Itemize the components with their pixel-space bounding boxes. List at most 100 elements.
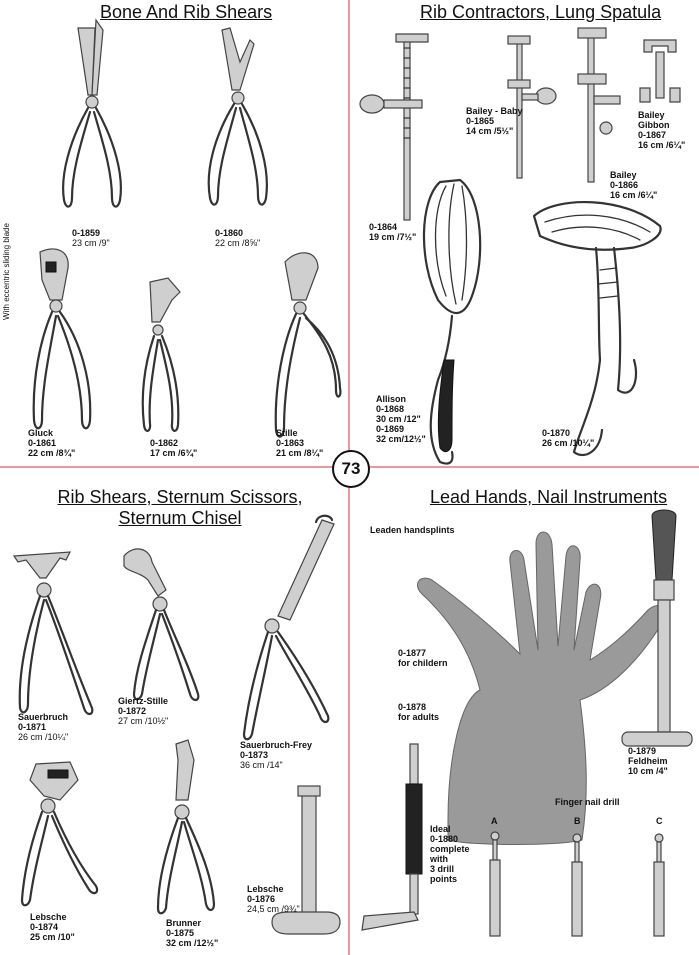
item-desc-4: points bbox=[430, 874, 457, 884]
item-desc-1: complete bbox=[430, 844, 470, 854]
drill-point-b-image bbox=[571, 833, 583, 937]
item-0-1861: Gluck 0-1861 22 cm /8¾" bbox=[28, 428, 75, 458]
item-desc: for childern bbox=[398, 658, 448, 668]
item-size: 17 cm /6¾" bbox=[150, 448, 198, 458]
feldheim-0-1879-image bbox=[621, 509, 693, 747]
item-code: 0-1875 bbox=[166, 928, 195, 938]
item-code: 0-1874 bbox=[30, 922, 59, 932]
item-size: 24,5 cm /9¾" bbox=[247, 904, 300, 914]
contractor-0-1865-image bbox=[507, 35, 557, 179]
drill-point-a-image bbox=[489, 831, 501, 937]
leaden-handsplints-label: Leaden handsplints bbox=[370, 525, 455, 535]
item-0-1876: Lebsche 0-1876 24,5 cm /9¾" bbox=[247, 884, 300, 914]
ideal-drill-0-1880-image bbox=[361, 743, 423, 931]
shears-0-1875-image bbox=[156, 739, 216, 915]
item-name: Sauerbruch bbox=[18, 712, 69, 722]
shears-0-1862-image bbox=[141, 277, 181, 432]
section-title-lead-hands: Lead Hands, Nail Instruments bbox=[430, 487, 668, 507]
item-0-1873: Sauerbruch-Frey 0-1873 36 cm /14" bbox=[240, 740, 312, 770]
item-desc-3: 3 drill bbox=[430, 864, 455, 874]
drill-point-b-label: B bbox=[574, 816, 581, 826]
item-0-1875: Brunner 0-1875 32 cm /12½" bbox=[166, 918, 218, 948]
item-size: 36 cm /14" bbox=[240, 760, 283, 770]
item-size: 14 cm /5½" bbox=[466, 126, 514, 136]
item-0-1879: 0-1879 Feldheim 10 cm /4" bbox=[628, 746, 668, 776]
section-title-rib-shears-sternum: Rib Shears, Sternum Scissors, Sternum Ch… bbox=[30, 487, 330, 529]
spatula-0-1868-image bbox=[422, 178, 482, 465]
drill-point-a-label: A bbox=[491, 816, 498, 826]
title-line-1: Rib Shears, Sternum Scissors, bbox=[57, 487, 303, 507]
shears-0-1863-image bbox=[274, 252, 342, 438]
item-code: 0-1867 bbox=[638, 130, 667, 140]
item-code: 0-1860 bbox=[215, 228, 244, 238]
shears-0-1873-image bbox=[242, 514, 335, 741]
item-code: 0-1873 bbox=[240, 750, 269, 760]
item-size: 26 cm /10¼" bbox=[18, 732, 69, 742]
item-code: 0-1865 bbox=[466, 116, 495, 126]
item-0-1859: 0-1859 23 cm /9" bbox=[72, 228, 110, 248]
chisel-0-1876-image bbox=[271, 785, 341, 935]
drill-point-c-label: C bbox=[656, 816, 663, 826]
item-0-1868-0-1869: Allison 0-1868 30 cm /12" 0-1869 32 cm/1… bbox=[376, 394, 426, 444]
contractor-0-1867-image bbox=[639, 39, 681, 103]
shears-0-1861-image bbox=[32, 248, 92, 430]
item-size: 26 cm /10¼" bbox=[542, 438, 595, 448]
item-name-2: Gibbon bbox=[638, 120, 670, 130]
contractor-0-1864-image bbox=[359, 33, 429, 221]
title-line-2: Sternum Chisel bbox=[118, 508, 242, 528]
item-size: 27 cm /10½" bbox=[118, 716, 169, 726]
item-size: 21 cm /8¼" bbox=[276, 448, 324, 458]
item-name: Bailey bbox=[610, 170, 637, 180]
item-name: Lebsche bbox=[30, 912, 67, 922]
item-code: 0-1876 bbox=[247, 894, 276, 904]
item-0-1870: 0-1870 26 cm /10¼" bbox=[542, 428, 594, 448]
shears-0-1872-image bbox=[123, 548, 200, 702]
item-0-1865: Bailey - Baby 0-1865 14 cm /5½" bbox=[466, 106, 523, 136]
item-code: 0-1861 bbox=[28, 438, 57, 448]
item-code: 0-1864 bbox=[369, 222, 398, 232]
finger-nail-drill-label: Finger nail drill bbox=[555, 797, 620, 807]
item-name: Sauerbruch-Frey bbox=[240, 740, 313, 750]
item-code: 0-1872 bbox=[118, 706, 147, 716]
item-code: 0-1870 bbox=[542, 428, 571, 438]
item-name: Bailey - Baby bbox=[466, 106, 523, 116]
item-0-1860: 0-1860 22 cm /8⅝" bbox=[215, 228, 260, 248]
item-name: Gluck bbox=[28, 428, 54, 438]
item-size: 10 cm /4" bbox=[628, 766, 668, 776]
item-size: 16 cm /6¼" bbox=[638, 140, 686, 150]
item-name: Giertz-Stille bbox=[118, 696, 169, 706]
item-size: 30 cm /12" bbox=[376, 414, 421, 424]
item-0-1877: 0-1877 for childern bbox=[398, 648, 448, 668]
item-desc: for adults bbox=[398, 712, 440, 722]
leaden-handsplint-image bbox=[417, 531, 667, 845]
item-name: Ideal bbox=[430, 824, 451, 834]
item-0-1872: Giertz-Stille 0-1872 27 cm /10½" bbox=[118, 696, 168, 726]
item-name: Feldheim bbox=[628, 756, 668, 766]
item-size: 23 cm /9" bbox=[72, 238, 110, 248]
item-code: 0-1868 bbox=[376, 404, 405, 414]
item-code: 0-1877 bbox=[398, 648, 427, 658]
item-0-1866: Bailey 0-1866 16 cm /6¼" bbox=[610, 170, 657, 200]
item-code: 0-1880 bbox=[430, 834, 459, 844]
section-title-rib-contractors: Rib Contractors, Lung Spatula bbox=[420, 2, 662, 22]
contractor-0-1866-image bbox=[577, 27, 621, 183]
item-0-1874: Lebsche 0-1874 25 cm /10" bbox=[30, 912, 75, 942]
item-size: 16 cm /6¼" bbox=[610, 190, 658, 200]
item-size: 22 cm /8¾" bbox=[28, 448, 76, 458]
shears-0-1859-image bbox=[62, 18, 122, 208]
item-0-1878: 0-1878 for adults bbox=[398, 702, 439, 722]
item-desc-2: with bbox=[430, 854, 448, 864]
item-size: 19 cm /7½" bbox=[369, 232, 417, 242]
drill-point-c-image bbox=[653, 833, 665, 937]
item-code: 0-1862 bbox=[150, 438, 179, 448]
item-0-1863: Stille 0-1863 21 cm /8¼" bbox=[276, 428, 323, 458]
item-size: 22 cm /8⅝" bbox=[215, 238, 261, 248]
item-0-1880: Ideal 0-1880 complete with 3 drill point… bbox=[430, 824, 470, 884]
item-code: 0-1859 bbox=[72, 228, 101, 238]
page-number: 73 bbox=[332, 450, 370, 488]
shears-0-1874-image bbox=[20, 761, 99, 907]
shears-0-1860-image bbox=[207, 27, 268, 206]
item-code: 0-1866 bbox=[610, 180, 639, 190]
item-code-2: 0-1869 bbox=[376, 424, 405, 434]
